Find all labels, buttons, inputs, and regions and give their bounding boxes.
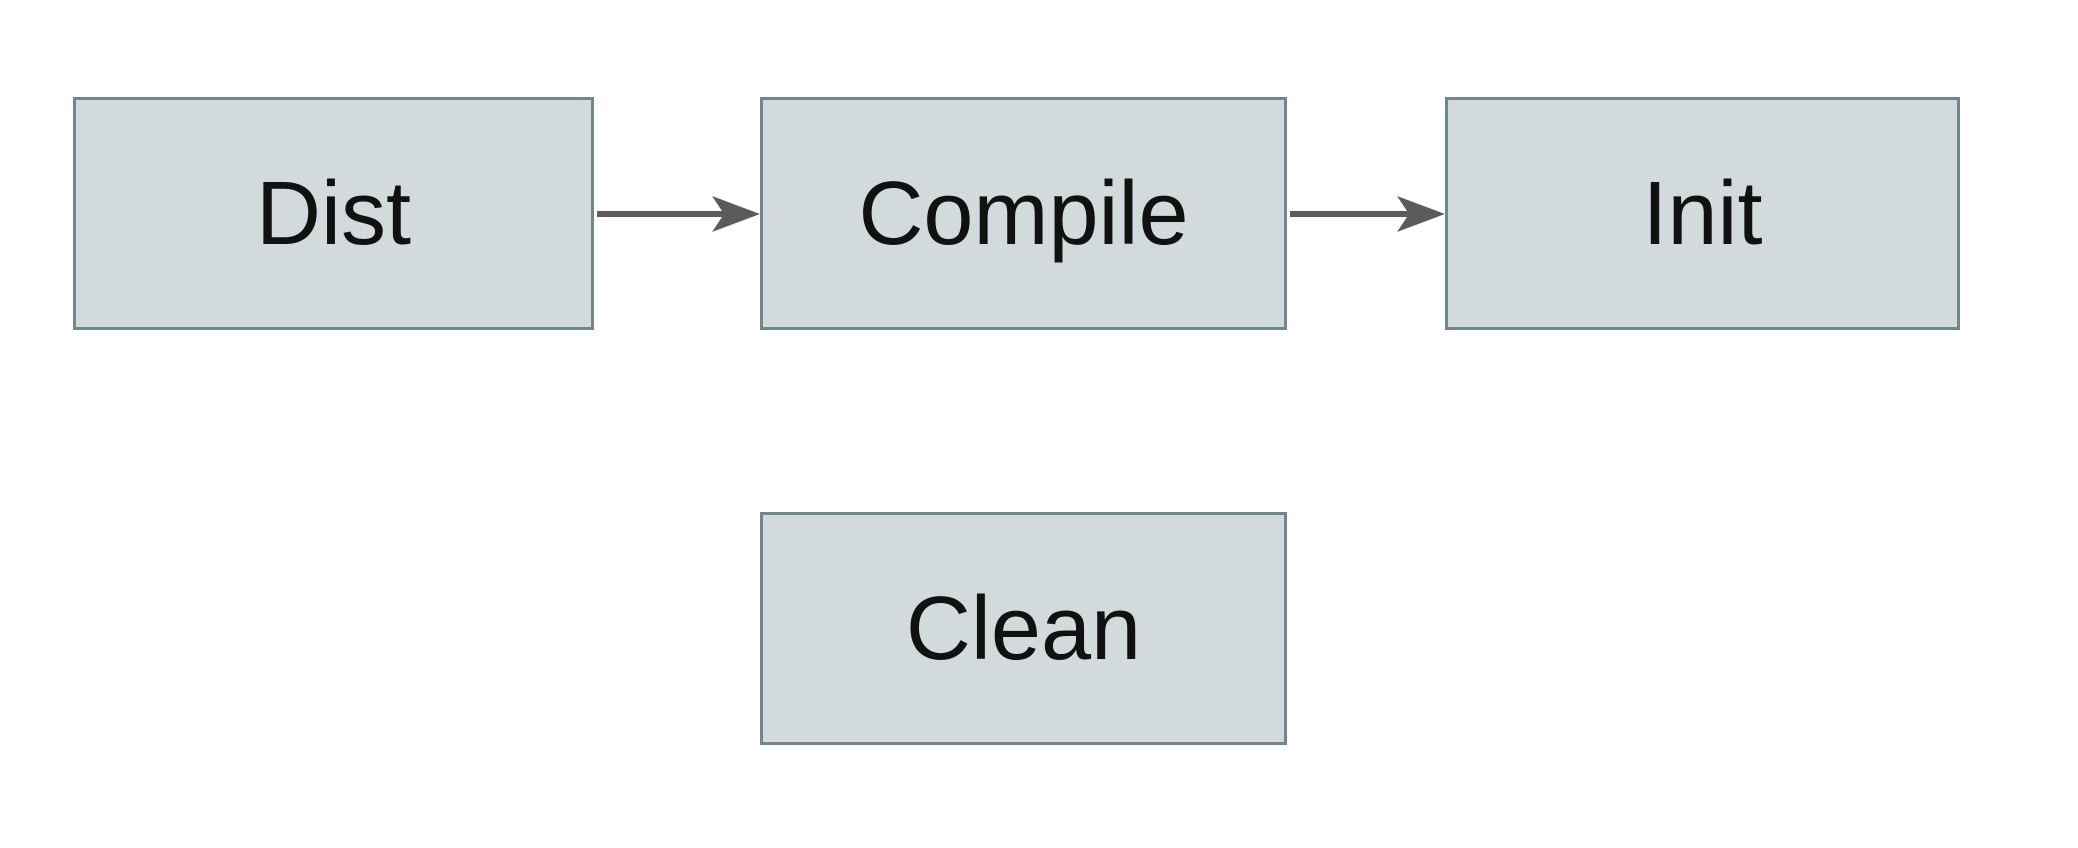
- edge-dist-compile: [597, 196, 760, 232]
- edge-compile-init: [1290, 196, 1445, 232]
- node-dist-label: Dist: [256, 163, 411, 264]
- node-init-label: Init: [1642, 163, 1763, 264]
- node-dist[interactable]: Dist: [73, 97, 594, 330]
- edge-compile-init-arrowhead-icon: [1397, 196, 1445, 232]
- node-clean-label: Clean: [905, 578, 1142, 679]
- node-init[interactable]: Init: [1445, 97, 1960, 330]
- node-compile[interactable]: Compile: [760, 97, 1287, 330]
- node-compile-label: Compile: [858, 163, 1189, 264]
- node-clean[interactable]: Clean: [760, 512, 1287, 745]
- edge-dist-compile-arrowhead-icon: [712, 196, 760, 232]
